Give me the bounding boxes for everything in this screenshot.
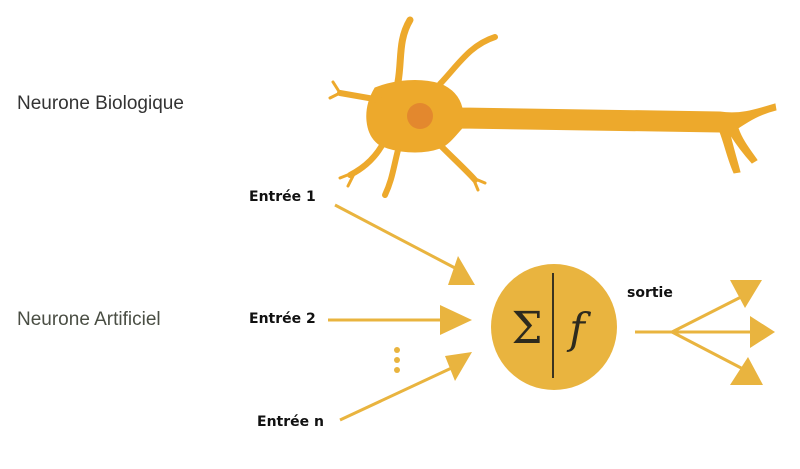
biological-neuron (328, 16, 777, 198)
input-1-label: Entrée 1 (249, 189, 316, 205)
nucleus (407, 103, 433, 129)
output-label: sortie (627, 285, 673, 301)
input-arrows (328, 203, 475, 422)
artificial-neuron: Σ f (491, 264, 617, 390)
output-arrows (635, 280, 775, 385)
input-2-label: Entrée 2 (249, 311, 316, 327)
label-biological-neuron: Neurone Biologique (17, 93, 184, 114)
label-artificial-neuron: Neurone Artificiel (17, 309, 161, 330)
sum-symbol: Σ (511, 303, 542, 354)
input-n-label: Entrée n (257, 414, 324, 430)
